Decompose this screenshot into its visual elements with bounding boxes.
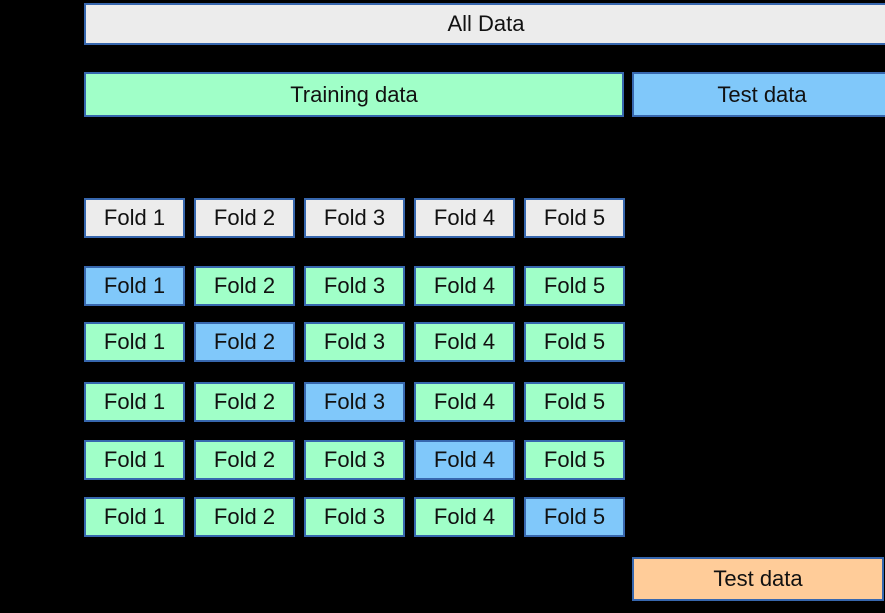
validation-fold-cell: Fold 3 [304,382,405,422]
fold-cell: Fold 4 [414,382,515,422]
all-data-bar: All Data [84,3,885,45]
fold-cell: Fold 4 [414,497,515,537]
fold-cell: Fold 5 [524,322,625,362]
cv-split-row-3: Fold 1 Fold 2 Fold 3 Fold 4 Fold 5 [84,382,625,422]
validation-fold-cell: Fold 5 [524,497,625,537]
fold-header-cell: Fold 3 [304,198,405,238]
fold-cell: Fold 1 [84,440,185,480]
fold-cell: Fold 1 [84,322,185,362]
validation-fold-cell: Fold 4 [414,440,515,480]
fold-header-cell: Fold 1 [84,198,185,238]
cv-split-row-1: Fold 1 Fold 2 Fold 3 Fold 4 Fold 5 [84,266,625,306]
fold-cell: Fold 3 [304,497,405,537]
fold-cell: Fold 1 [84,497,185,537]
fold-cell: Fold 2 [194,440,295,480]
fold-cell: Fold 3 [304,322,405,362]
fold-cell: Fold 4 [414,266,515,306]
fold-header-row: Fold 1 Fold 2 Fold 3 Fold 4 Fold 5 [84,198,625,238]
validation-fold-cell: Fold 2 [194,322,295,362]
fold-cell: Fold 4 [414,322,515,362]
fold-header-cell: Fold 2 [194,198,295,238]
training-data-bar: Training data [84,72,624,117]
cv-split-row-2: Fold 1 Fold 2 Fold 3 Fold 4 Fold 5 [84,322,625,362]
fold-cell: Fold 3 [304,266,405,306]
fold-cell: Fold 3 [304,440,405,480]
fold-cell: Fold 5 [524,266,625,306]
fold-header-cell: Fold 4 [414,198,515,238]
cv-split-row-4: Fold 1 Fold 2 Fold 3 Fold 4 Fold 5 [84,440,625,480]
fold-cell: Fold 1 [84,382,185,422]
fold-cell: Fold 5 [524,440,625,480]
fold-header-cell: Fold 5 [524,198,625,238]
fold-cell: Fold 5 [524,382,625,422]
cv-split-row-5: Fold 1 Fold 2 Fold 3 Fold 4 Fold 5 [84,497,625,537]
fold-cell: Fold 2 [194,497,295,537]
fold-cell: Fold 2 [194,266,295,306]
validation-fold-cell: Fold 1 [84,266,185,306]
fold-cell: Fold 2 [194,382,295,422]
final-test-data-bar: Test data [632,557,884,601]
test-data-bar: Test data [632,72,885,117]
